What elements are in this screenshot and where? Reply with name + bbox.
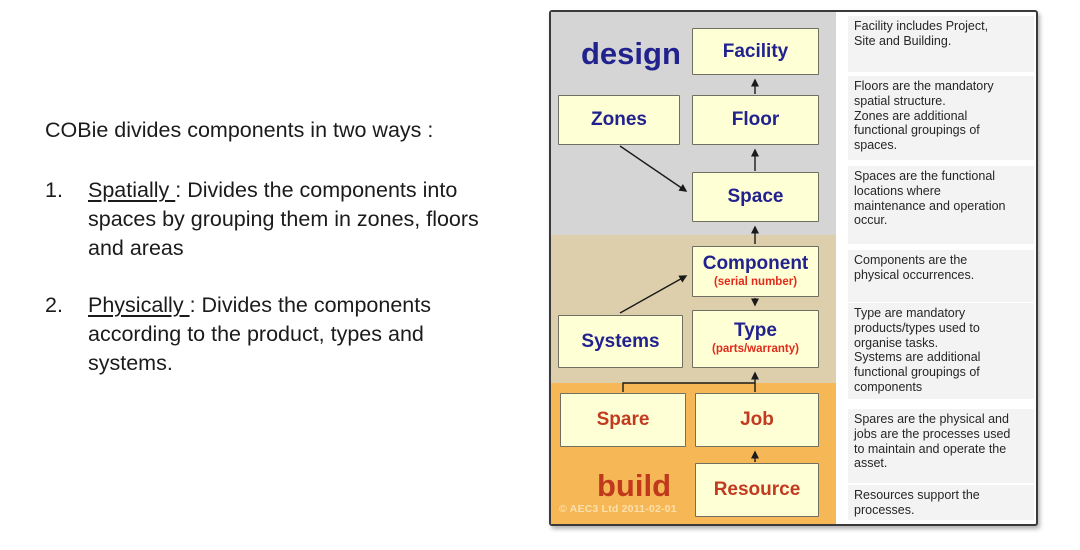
underlined-term: Physically <box>88 293 190 317</box>
note-components: Components are the physical occurrences. <box>848 250 1034 302</box>
note-spaces: Spaces are the functional locations wher… <box>848 166 1034 244</box>
note-floors-zones: Floors are the mandatory spatial structu… <box>848 76 1034 160</box>
resource-label: Resource <box>713 479 801 501</box>
arrow-systems-to-component <box>619 275 688 314</box>
component-label: Component <box>702 252 809 274</box>
zones-box: Zones <box>558 95 680 145</box>
spare-label: Spare <box>596 409 650 431</box>
cobie-diagram-panel: design build © AEC3 Ltd 2011-02-01 Facil… <box>549 10 1038 526</box>
term-description: : Divides the components into <box>175 178 458 202</box>
connector-spare-to-type <box>622 382 755 392</box>
type-sublabel: (parts/warranty) <box>712 343 799 356</box>
list-item-line: Spatially : Divides the components into <box>88 176 538 205</box>
note-type-systems: Type are mandatory products/types used t… <box>848 303 1034 399</box>
component-sublabel: (serial number) <box>713 275 798 288</box>
component-box: Component (serial number) <box>692 246 819 297</box>
spare-box: Spare <box>560 393 686 447</box>
build-phase-label: build <box>597 468 672 503</box>
zones-label: Zones <box>591 109 647 131</box>
intro-text: COBie divides components in two ways : <box>45 118 434 142</box>
note-facility: Facility includes Project, Site and Buil… <box>848 16 1034 72</box>
resource-box: Resource <box>695 463 819 517</box>
job-box: Job <box>695 393 819 447</box>
systems-label: Systems <box>581 330 660 352</box>
list-item-line: systems. <box>88 351 173 375</box>
space-label: Space <box>727 186 784 208</box>
list-item-line: and areas <box>88 236 184 260</box>
arrow-zones-to-space <box>619 145 688 192</box>
cobie-diagram: design build © AEC3 Ltd 2011-02-01 Facil… <box>551 12 836 524</box>
floor-label: Floor <box>731 109 780 131</box>
space-box: Space <box>692 172 819 222</box>
list-item-body: Spatially : Divides the components into … <box>88 176 538 263</box>
list-item-line: according to the product, types and <box>88 322 424 346</box>
term-description: : Divides the components <box>189 293 431 317</box>
list-item-spatially: 1. Spatially : Divides the components in… <box>45 176 538 263</box>
copyright-text: © AEC3 Ltd 2011-02-01 <box>559 503 677 515</box>
note-spares-jobs: Spares are the physical and jobs are the… <box>848 409 1034 483</box>
type-box: Type (parts/warranty) <box>692 310 819 368</box>
underlined-term: Spatially <box>88 178 176 202</box>
list-item-line: spaces by grouping them in zones, floors <box>88 207 479 231</box>
floor-box: Floor <box>692 95 819 145</box>
relationship-arrows <box>619 78 759 462</box>
facility-box: Facility <box>692 28 819 75</box>
job-label: Job <box>740 409 774 431</box>
list-item-line: Physically : Divides the components <box>88 291 538 320</box>
design-phase-label: design <box>581 36 681 71</box>
list-item-physically: 2. Physically : Divides the components a… <box>45 291 538 378</box>
list-item-body: Physically : Divides the components acco… <box>88 291 538 378</box>
note-resources: Resources support the processes. <box>848 485 1034 520</box>
facility-label: Facility <box>722 40 789 62</box>
list-number: 1. <box>45 178 63 202</box>
type-label: Type <box>734 320 777 342</box>
list-number: 2. <box>45 293 63 317</box>
systems-box: Systems <box>558 315 683 368</box>
